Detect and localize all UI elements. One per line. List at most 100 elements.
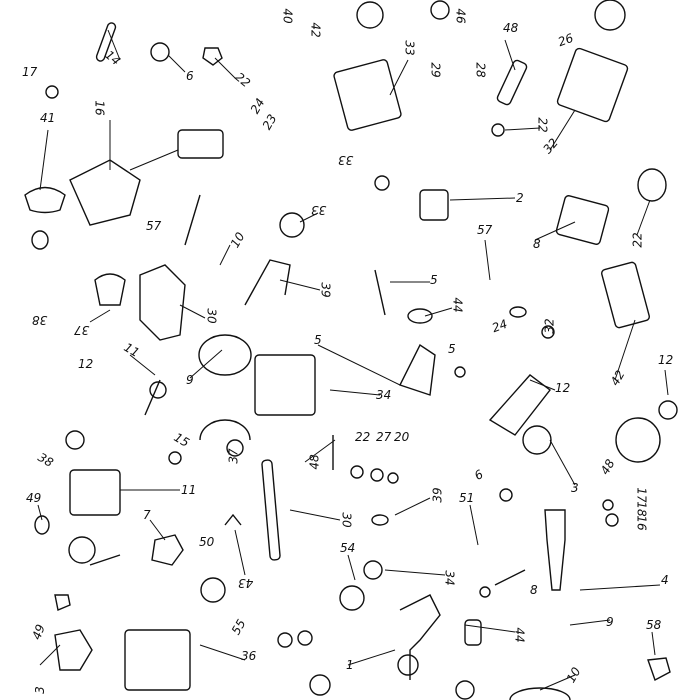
part-label: 40 — [280, 8, 295, 24]
screw-part — [277, 632, 293, 648]
leader-line — [539, 674, 576, 691]
leader-line — [199, 644, 246, 661]
leader-line — [449, 197, 516, 201]
leader-line — [129, 354, 156, 376]
washer-part — [387, 472, 399, 484]
part-label: 7 — [143, 508, 151, 522]
part-label: 51 — [459, 491, 475, 505]
nut-part — [54, 594, 71, 611]
leader-line — [614, 319, 636, 381]
part-label: 34 — [442, 570, 457, 586]
part-label: 33 — [311, 203, 327, 217]
washer-part — [150, 42, 170, 62]
leader-line — [107, 29, 121, 61]
clip-part — [509, 306, 527, 318]
leader-line — [636, 199, 651, 236]
leader-line — [37, 504, 43, 521]
leader-line — [329, 389, 381, 396]
leader-line — [189, 349, 223, 379]
part-label: 49 — [26, 491, 42, 505]
clamp-part — [24, 186, 66, 214]
leader-line — [651, 631, 656, 656]
part-label: 2 — [516, 191, 524, 205]
screw-part — [297, 630, 313, 646]
part-label: 8 — [533, 237, 541, 251]
part-label: 22 — [630, 232, 645, 248]
leader-line — [464, 624, 516, 633]
nut-part — [168, 451, 182, 465]
parts — [24, 0, 678, 700]
knob-part — [522, 425, 552, 455]
gear-part — [594, 0, 626, 31]
part-label: 32 — [542, 318, 557, 334]
part-label: 37 — [74, 323, 90, 337]
part-label: 57 — [477, 223, 493, 237]
bearing-part — [615, 417, 661, 463]
part-label: 54 — [340, 541, 356, 555]
part-label: 48 — [503, 21, 519, 35]
toggle-switch-part — [399, 343, 436, 396]
washer-part — [370, 468, 384, 482]
screw-part — [89, 554, 121, 566]
part-label: 4 — [661, 573, 669, 587]
toggle-switch-part — [177, 129, 224, 159]
spacer-part — [464, 619, 482, 646]
leader-line — [129, 149, 179, 171]
grommet-part — [279, 212, 305, 238]
part-label: 30 — [339, 512, 354, 528]
ring-part — [509, 687, 571, 700]
leader-line — [504, 39, 516, 71]
part-label: 6 — [186, 69, 194, 83]
cigar-lighter-part — [488, 374, 551, 436]
part-label: 37 — [226, 448, 241, 464]
leader-line — [384, 569, 446, 576]
leader-line — [394, 497, 431, 516]
part-label: 16 — [634, 515, 649, 531]
part-label: 46 — [453, 8, 468, 24]
leader-line — [39, 129, 49, 191]
part-label: 33 — [402, 40, 417, 56]
washer-part — [371, 514, 389, 526]
washer-part — [491, 123, 505, 137]
part-label: 18 — [634, 501, 649, 517]
part-label: 58 — [646, 618, 662, 632]
rocker-switch-part — [556, 47, 629, 123]
rocker-switch-part — [254, 354, 316, 416]
knob-part — [430, 0, 450, 20]
leader-lines — [37, 29, 669, 691]
leader-line — [304, 439, 336, 463]
switch-housing-part — [69, 159, 141, 226]
leader-line — [664, 369, 669, 396]
nut-part — [202, 47, 223, 66]
spring-part — [309, 674, 331, 696]
toggle-switch-part — [555, 195, 610, 245]
plug-part — [496, 59, 528, 106]
part-label: 29 — [428, 62, 443, 78]
spring-part — [339, 585, 365, 611]
rocker-switch-part — [124, 629, 191, 691]
part-label: 33 — [338, 153, 354, 167]
leader-line — [347, 649, 396, 666]
pin-part — [374, 269, 386, 316]
cover-part — [199, 419, 251, 441]
nut-part — [54, 629, 93, 671]
washer-part — [479, 586, 491, 598]
part-label: 48 — [307, 454, 322, 470]
leader-line — [389, 59, 409, 96]
part-label: 12 — [555, 381, 571, 395]
leader-line — [89, 309, 111, 323]
clip-part — [224, 513, 242, 526]
pin-part — [184, 194, 201, 246]
washer-part — [602, 499, 614, 511]
washer-part — [34, 515, 50, 535]
leader-line — [579, 584, 661, 591]
part-label: 39 — [430, 487, 445, 503]
part-label: 3 — [571, 481, 579, 495]
leader-line — [504, 127, 541, 131]
part-label: 43 — [238, 576, 254, 590]
spring-part — [149, 381, 167, 399]
knob-part — [397, 654, 419, 676]
nut-part — [647, 657, 671, 682]
cover-part — [226, 439, 244, 457]
part-label: 5 — [448, 342, 456, 356]
